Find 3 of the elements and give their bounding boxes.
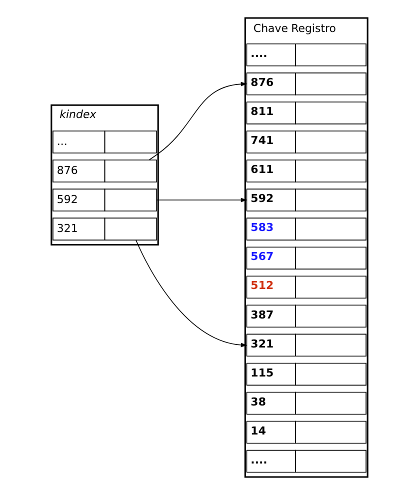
arrow <box>148 82 248 160</box>
arrow <box>156 198 248 202</box>
arrow <box>136 240 248 348</box>
